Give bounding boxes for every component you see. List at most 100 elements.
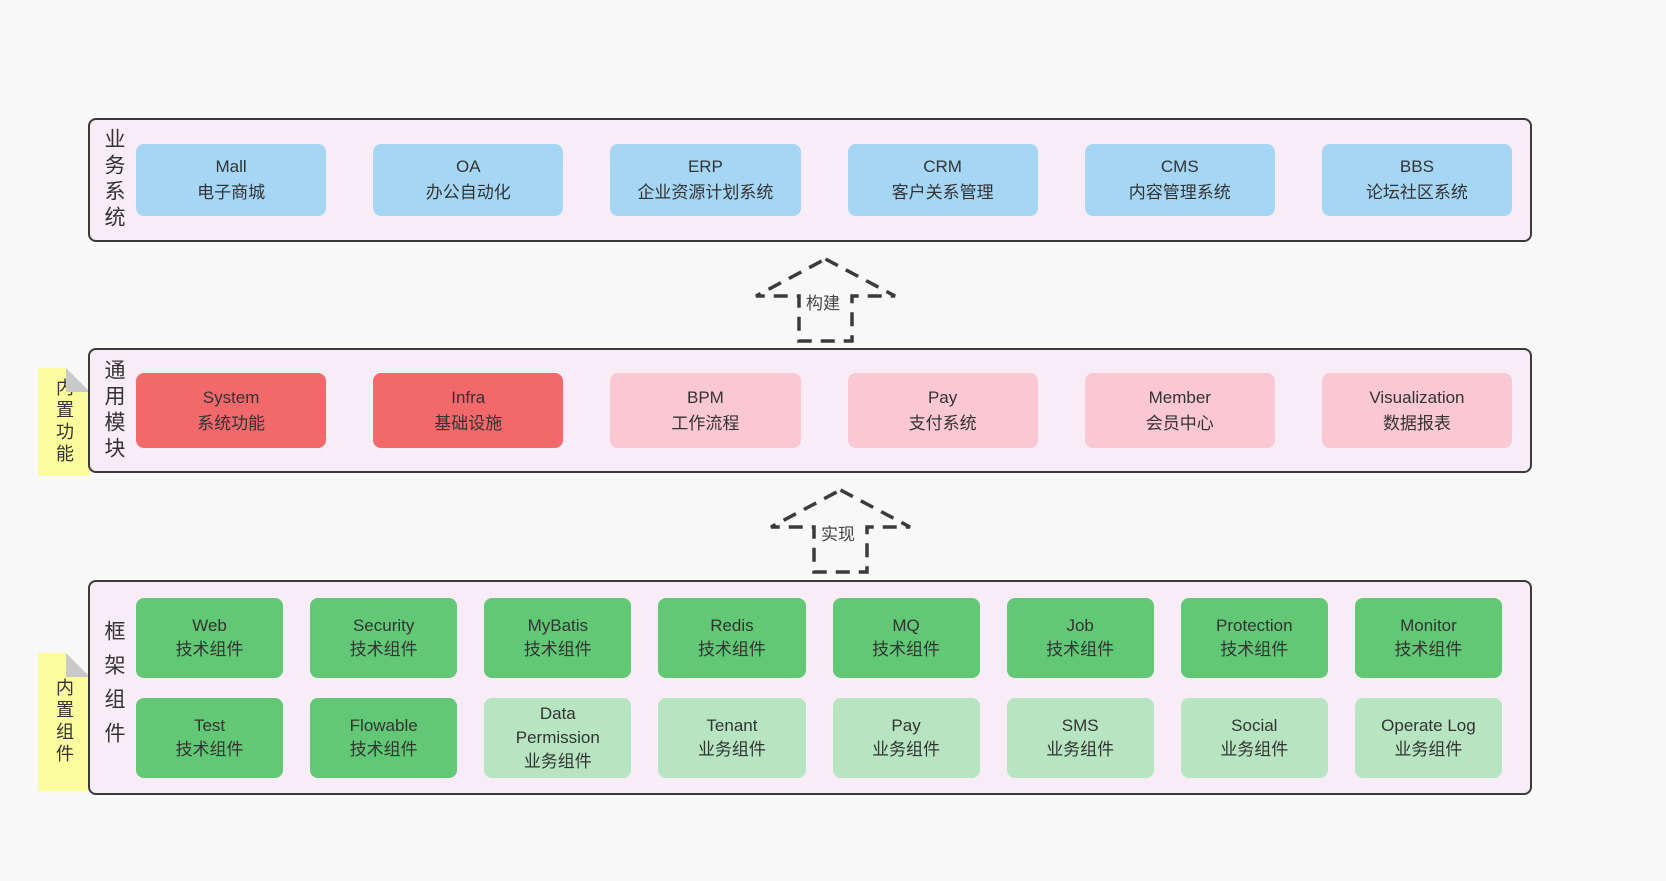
box-web: Web 技术组件: [136, 597, 284, 678]
up-arrow-implement-icon: [770, 488, 911, 574]
box-subtitle: 业务组件: [1394, 739, 1463, 759]
box-subtitle: 业务组件: [1220, 739, 1289, 759]
box-subtitle: 技术组件: [1220, 639, 1289, 659]
component-grid: Web 技术组件 Security 技术组件 MyBatis 技术组件 Redi…: [124, 582, 1530, 793]
box-subtitle: 技术组件: [1046, 639, 1115, 659]
box-protection: Protection 技术组件: [1180, 597, 1328, 678]
box-monitor: Monitor 技术组件: [1354, 597, 1502, 678]
box-test: Test 技术组件: [136, 697, 284, 778]
box-security: Security 技术组件: [310, 597, 458, 678]
box-title: CMS: [1160, 157, 1199, 176]
section-business-systems: 业务系统 Mall 电子商城 OA 办公自动化 ERP 企业资源计划系统 CRM…: [88, 118, 1532, 242]
sticky-note-builtin-components: 内置组件: [38, 653, 90, 791]
box-subtitle: 电子商城: [197, 183, 266, 202]
box-data-permission: Data Permission 业务组件: [484, 697, 632, 778]
box-title: BPM: [687, 387, 724, 407]
box-subtitle: 办公自动化: [425, 183, 511, 202]
box-tenant: Tenant 业务组件: [658, 697, 806, 778]
box-pay-component: Pay 业务组件: [832, 697, 980, 778]
box-title: Job: [1066, 615, 1094, 635]
section-label: 框架组件: [102, 619, 125, 756]
box-title: CRM: [923, 157, 962, 176]
box-title: Protection: [1216, 615, 1293, 635]
box-title: ERP: [687, 157, 723, 176]
box-title: MQ: [892, 615, 920, 635]
section-label: 业务系统: [102, 128, 125, 232]
sticky-note-label: 内置功能: [54, 378, 74, 466]
box-subtitle: 会员中心: [1145, 413, 1214, 433]
arrow-label-build: 构建: [803, 293, 843, 315]
box-subtitle: 工作流程: [671, 413, 740, 433]
box-title: Pay: [891, 715, 921, 735]
box-job: Job 技术组件: [1006, 597, 1154, 678]
box-mybatis: MyBatis 技术组件: [484, 597, 632, 678]
box-operate-log: Operate Log 业务组件: [1354, 697, 1502, 778]
sticky-note-label: 内置组件: [54, 678, 74, 766]
box-erp: ERP 企业资源计划系统: [610, 144, 801, 216]
box-title: Monitor: [1400, 615, 1457, 635]
box-row: System 系统功能 Infra 基础设施 BPM 工作流程 Pay 支付系统…: [124, 350, 1530, 471]
box-subtitle: 技术组件: [349, 739, 418, 759]
box-oa: OA 办公自动化: [373, 144, 564, 216]
up-arrow-build-icon: [755, 257, 896, 343]
box-row: Mall 电子商城 OA 办公自动化 ERP 企业资源计划系统 CRM 客户关系…: [124, 120, 1530, 240]
box-subtitle: 业务组件: [697, 739, 766, 759]
box-title: Web: [192, 615, 227, 635]
box-infra: Infra 基础设施: [373, 373, 564, 448]
box-subtitle: 内容管理系统: [1128, 183, 1231, 202]
box-subtitle: 客户关系管理: [891, 183, 994, 202]
box-subtitle: 业务组件: [872, 739, 941, 759]
box-mall: Mall 电子商城: [136, 144, 327, 216]
box-title: Pay: [927, 387, 958, 407]
section-framework-components: 框架组件 Web 技术组件 Security 技术组件 MyBatis 技术组件…: [88, 580, 1532, 795]
box-title: OA: [455, 157, 481, 176]
box-crm: CRM 客户关系管理: [847, 144, 1038, 216]
box-visualization: Visualization 数据报表: [1321, 373, 1513, 448]
box-subtitle: 技术组件: [697, 639, 766, 659]
box-subtitle: 基础设施: [434, 413, 503, 433]
box-title: Infra: [451, 387, 486, 407]
sticky-note-builtin-features: 内置功能: [38, 368, 90, 476]
box-subtitle: 技术组件: [175, 739, 244, 759]
box-subtitle: 系统功能: [197, 413, 266, 433]
section-label: 通用模块: [102, 358, 125, 463]
box-subtitle: 技术组件: [872, 639, 941, 659]
box-subtitle: 业务组件: [523, 751, 592, 771]
box-title: Member: [1148, 387, 1211, 407]
box-title: Operate Log: [1381, 715, 1476, 735]
box-subtitle: 论坛社区系统: [1365, 183, 1468, 202]
box-bbs: BBS 论坛社区系统: [1321, 144, 1513, 216]
arrow-label-implement: 实现: [818, 524, 858, 546]
box-title: Visualization: [1369, 387, 1465, 407]
box-mq: MQ 技术组件: [832, 597, 980, 678]
box-title: SMS: [1061, 715, 1099, 735]
box-title: Test: [193, 715, 226, 735]
box-bpm: BPM 工作流程: [610, 373, 801, 448]
section-common-modules: 通用模块 System 系统功能 Infra 基础设施 BPM 工作流程 Pay…: [88, 348, 1532, 473]
box-title: Redis: [710, 615, 754, 635]
box-subtitle: 技术组件: [175, 639, 244, 659]
box-pay-system: Pay 支付系统: [847, 373, 1038, 448]
box-subtitle: 支付系统: [908, 413, 977, 433]
box-sms: SMS 业务组件: [1006, 697, 1154, 778]
box-subtitle: 技术组件: [523, 639, 592, 659]
box-member: Member 会员中心: [1084, 373, 1275, 448]
box-title: BBS: [1399, 157, 1434, 176]
box-flowable: Flowable 技术组件: [310, 697, 458, 778]
box-title: Social: [1231, 715, 1278, 735]
box-subtitle: 业务组件: [1046, 739, 1115, 759]
box-title: Tenant: [706, 715, 758, 735]
box-title: Security: [352, 615, 415, 635]
box-subtitle: 技术组件: [1394, 639, 1463, 659]
box-title: Data Permission: [515, 703, 600, 747]
box-subtitle: 企业资源计划系统: [637, 183, 774, 202]
box-subtitle: 技术组件: [349, 639, 418, 659]
box-title: Mall: [215, 157, 247, 176]
box-social: Social 业务组件: [1180, 697, 1328, 778]
box-cms: CMS 内容管理系统: [1084, 144, 1275, 216]
box-title: MyBatis: [527, 615, 589, 635]
box-redis: Redis 技术组件: [658, 597, 806, 678]
box-title: Flowable: [349, 715, 418, 735]
box-subtitle: 数据报表: [1382, 413, 1451, 433]
